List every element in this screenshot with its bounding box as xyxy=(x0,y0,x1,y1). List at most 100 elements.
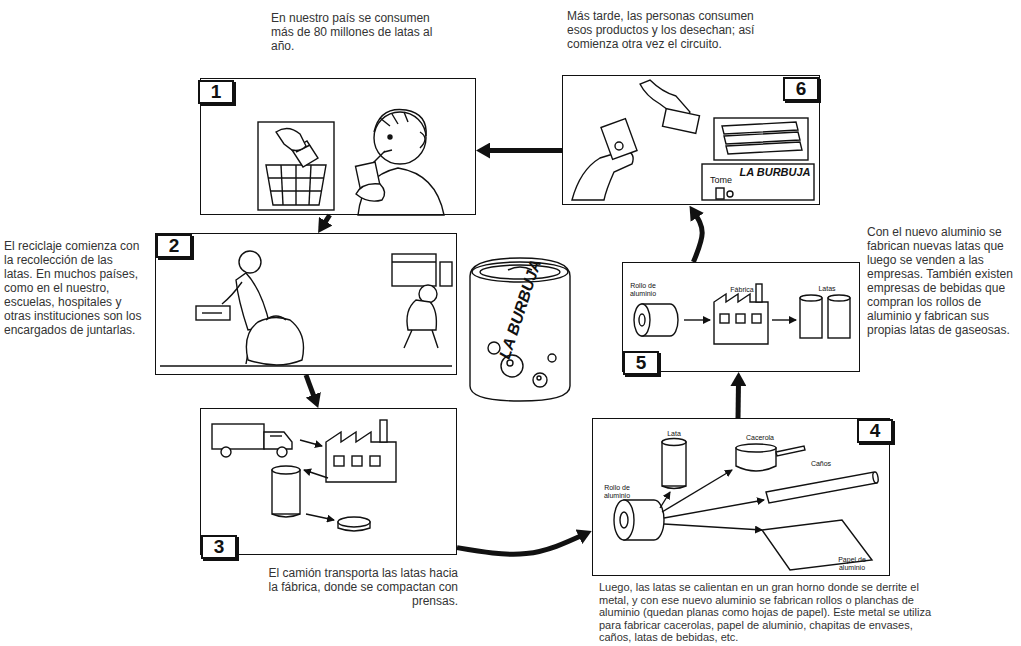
illustration-label: Tome xyxy=(706,175,736,185)
factory-press-illustration xyxy=(352,456,362,466)
flow-arrow xyxy=(457,534,584,554)
soda-can-illustration xyxy=(548,354,556,362)
illustration-label: LA BURBUJA xyxy=(738,166,812,178)
can-factory-illustration xyxy=(828,295,850,301)
illustration-label: Papel de aluminio xyxy=(832,556,872,572)
factory-press-illustration xyxy=(221,447,231,457)
aluminium-products-illustration xyxy=(872,472,879,484)
consumer-illustration xyxy=(268,177,324,178)
soda-can-illustration xyxy=(480,265,560,279)
can-factory-illustration xyxy=(720,314,729,323)
factory-press-illustration xyxy=(370,456,380,466)
step-number: 5 xyxy=(623,351,659,375)
collection-illustration xyxy=(407,300,436,330)
purchase-illustration xyxy=(702,164,814,200)
factory-press-illustration xyxy=(272,470,300,514)
factory-press-illustration xyxy=(264,432,292,449)
purchase-illustration xyxy=(663,109,700,134)
flow-arrow xyxy=(322,215,329,226)
consumer-illustration xyxy=(420,132,425,148)
purchase-illustration xyxy=(601,119,637,160)
factory-press-illustration xyxy=(277,447,287,457)
consumer-illustration xyxy=(380,112,408,126)
consumer-illustration xyxy=(281,165,283,205)
step-caption: En nuestro país se consumen más de 80 mi… xyxy=(271,11,436,53)
factory-press-illustration xyxy=(334,456,344,466)
factory-press-illustration xyxy=(304,470,328,478)
step-caption: El reciclaje comienza con la recolección… xyxy=(4,239,144,337)
can-factory-illustration xyxy=(800,298,822,338)
can-factory-illustration xyxy=(634,284,850,344)
step-number: 1 xyxy=(198,80,234,104)
aluminium-products-illustration xyxy=(662,442,686,486)
illustration-label: Latas xyxy=(812,285,842,293)
aluminium-products-illustration xyxy=(662,439,686,446)
can-factory-illustration xyxy=(639,314,645,326)
step-panel: 6Más tarde, las personas consumen esos p… xyxy=(562,75,820,205)
aluminium-products-illustration xyxy=(614,500,634,540)
step-panel: 2El reciclaje comienza con la recolecció… xyxy=(155,233,457,375)
step-panel: 4Luego, las latas se calientan en un gra… xyxy=(592,418,890,576)
illustration-label: Caños xyxy=(806,460,836,468)
consumer-illustration xyxy=(258,122,334,210)
flow-arrow xyxy=(693,212,702,262)
step-number: 6 xyxy=(783,77,819,101)
collection-illustration xyxy=(392,254,436,286)
step-panel: 5Con el nuevo aluminio se fabrican nueva… xyxy=(622,262,860,372)
illustration-label: Cacerola xyxy=(740,434,780,442)
can-factory-illustration xyxy=(752,314,761,323)
step-number: 2 xyxy=(156,234,192,258)
collection-illustration xyxy=(404,330,438,348)
purchase-illustration xyxy=(572,150,633,200)
purchase-illustration xyxy=(615,142,623,150)
factory-press-illustration xyxy=(272,514,300,517)
collection-illustration xyxy=(246,317,303,365)
can-factory-illustration xyxy=(756,284,762,302)
factory-press-illustration xyxy=(270,435,282,436)
can-factory-illustration xyxy=(772,319,796,320)
step-number: 4 xyxy=(857,419,893,443)
purchase-illustration xyxy=(714,118,808,160)
step-caption: Con el nuevo aluminio se fabrican nuevas… xyxy=(867,225,1019,337)
can-factory-illustration xyxy=(736,314,745,323)
consumer-illustration xyxy=(356,184,385,201)
consumer-illustration xyxy=(388,135,392,139)
flow-arrow xyxy=(306,375,315,400)
collection-illustration xyxy=(196,306,230,320)
can-factory-illustration xyxy=(800,295,822,301)
step-panel: 1En nuestro país se consumen más de 80 m… xyxy=(200,78,476,215)
collection-illustration xyxy=(160,365,452,366)
flow-arrow xyxy=(484,148,562,153)
consumer-illustration xyxy=(295,165,296,205)
step-panel: 3El camión transporta las latas hacia la… xyxy=(200,408,457,555)
illustration-label: Lata xyxy=(660,430,688,438)
purchase-illustration xyxy=(727,191,733,197)
consumer-illustration xyxy=(276,128,306,150)
soda-can-illustration xyxy=(537,376,541,380)
illustration-label: Rollo de aluminio xyxy=(600,484,634,500)
collection-illustration xyxy=(239,251,261,273)
soda-can-illustration xyxy=(470,258,570,401)
illustration-label: Rollo de aluminio xyxy=(626,282,660,298)
consumer-illustration xyxy=(266,165,326,205)
aluminium-products-illustration xyxy=(662,486,686,489)
flow-arrow xyxy=(736,380,741,418)
soda-can-illustration xyxy=(470,258,570,401)
factory-press-illustration xyxy=(212,420,396,531)
consumer-illustration xyxy=(258,109,444,215)
step-number: 3 xyxy=(201,535,237,559)
aluminium-products-illustration xyxy=(736,444,776,452)
collection-illustration xyxy=(440,262,452,286)
step-caption: El camión transporta las latas hacia la … xyxy=(263,566,458,608)
collection-illustration xyxy=(392,261,436,262)
aluminium-products-illustration xyxy=(614,439,879,571)
can-factory-illustration xyxy=(828,298,850,338)
factory-press-illustration xyxy=(306,514,334,520)
collection-illustration xyxy=(266,316,286,320)
soda-can-illustration xyxy=(533,373,547,387)
purchase-illustration xyxy=(572,80,814,200)
step-caption: Más tarde, las personas consumen esos pr… xyxy=(567,9,782,51)
collection-illustration xyxy=(160,251,452,366)
purchase-illustration xyxy=(716,188,724,199)
